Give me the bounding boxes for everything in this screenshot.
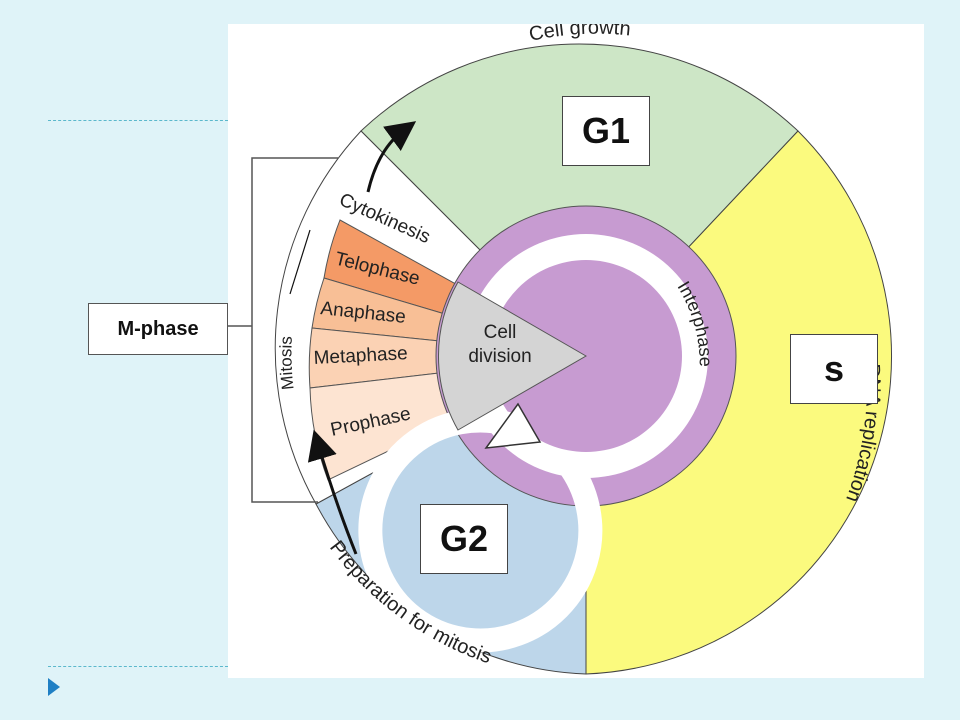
cell-division-wedge (437, 281, 587, 431)
cell-cycle-diagram-panel: Cell growth DNA replication Preparation … (228, 24, 924, 678)
cycle-arrow-icon (358, 408, 603, 653)
arrow-down-icon (307, 429, 358, 555)
s-sector (585, 130, 893, 675)
g1-sector (360, 43, 799, 357)
g1-label: G1 (562, 96, 650, 166)
m-phase-label: M-phase (88, 303, 228, 355)
decorative-dashed-line-top (48, 120, 228, 121)
cell-growth-label: Cell growth (527, 24, 632, 46)
m-phase-bracket (228, 157, 338, 503)
cell-division-label-line2: division (468, 346, 531, 367)
metaphase-label: Metaphase (313, 343, 408, 369)
arrow-up-icon (366, 121, 417, 193)
g2-label: G2 (420, 504, 508, 574)
decorative-dashed-line-bottom (48, 666, 228, 667)
bullet-triangle-icon (48, 678, 60, 696)
s-label: s (790, 334, 878, 404)
cell-division-label-line1: Cell (484, 322, 517, 343)
mitosis-label: Mitosis (276, 336, 297, 391)
